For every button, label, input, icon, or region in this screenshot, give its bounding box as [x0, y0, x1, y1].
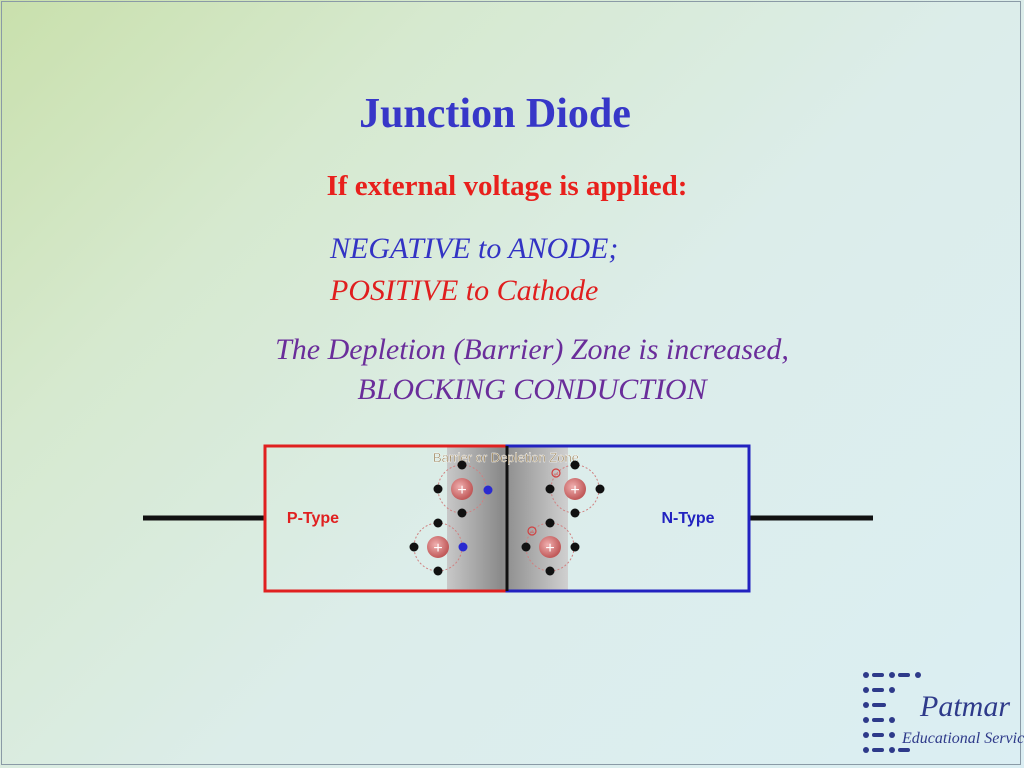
- negative-to-anode-text: NEGATIVE to ANODE;: [330, 232, 619, 265]
- positive-to-cathode-text: POSITIVE to Cathode: [330, 274, 599, 307]
- slide-title: Junction Diode: [359, 91, 631, 137]
- slide-subtitle: If external voltage is applied:: [326, 170, 688, 202]
- hole-dot: [458, 542, 468, 552]
- p-atom-bottom: +: [409, 518, 468, 576]
- svg-text:+: +: [570, 482, 579, 499]
- svg-text:−: −: [553, 469, 558, 479]
- p-atom-top: +: [433, 460, 493, 518]
- barrier-label: Barrier or Depletion Zone: [433, 450, 579, 465]
- n-atom-bottom: + −: [521, 518, 580, 576]
- depletion-note-line1: The Depletion (Barrier) Zone is increase…: [275, 333, 789, 366]
- svg-text:+: +: [433, 540, 442, 557]
- depletion-note: The Depletion (Barrier) Zone is increase…: [0, 330, 1024, 410]
- svg-text:+: +: [545, 540, 554, 557]
- n-type-label: N-Type: [661, 510, 714, 527]
- n-atom-top: + −: [545, 460, 605, 518]
- p-type-label: P-Type: [287, 510, 339, 527]
- patmar-logo-mark: [863, 672, 921, 753]
- logo-subtitle: Educational Services: [902, 730, 1024, 747]
- depletion-note-line2: BLOCKING CONDUCTION: [357, 373, 707, 406]
- hole-dot: [483, 485, 493, 495]
- logo-name: Patmar: [920, 690, 1010, 723]
- svg-text:−: −: [529, 527, 534, 537]
- svg-text:+: +: [457, 482, 466, 499]
